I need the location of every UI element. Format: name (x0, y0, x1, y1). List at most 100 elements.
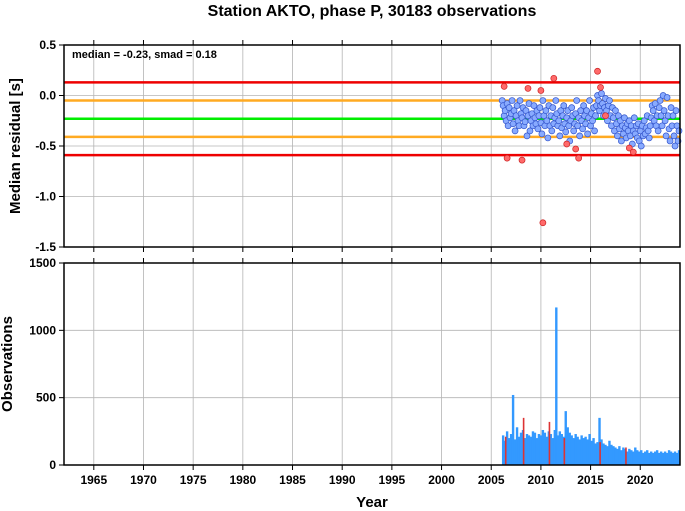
observation-bar (626, 451, 629, 465)
residual-point (658, 122, 666, 130)
y-tick-label: 1500 (29, 256, 56, 270)
residual-point (521, 118, 529, 126)
observation-bar (634, 447, 637, 465)
outlier-point (594, 67, 601, 75)
observation-bar (673, 451, 677, 465)
observations-bars (501, 307, 681, 465)
outlier-point (550, 74, 558, 82)
residual-point (516, 97, 524, 104)
outlier-bar (625, 447, 627, 465)
residual-point (556, 132, 564, 140)
residual-y-axis-label: Median residual [s] (7, 78, 24, 214)
residual-point (549, 104, 557, 111)
outlier-point (518, 156, 526, 164)
observation-bar (588, 434, 591, 465)
residual-point (663, 94, 671, 101)
observation-bar (505, 431, 509, 465)
residual-point (656, 97, 664, 104)
observation-bar (519, 432, 523, 465)
residual-point (570, 127, 578, 135)
observation-bar (632, 451, 635, 465)
residual-point (573, 97, 581, 104)
observation-bar (655, 450, 659, 465)
outlier-bar (548, 421, 551, 465)
chart-title: Station AKTO, phase P, 30183 observation… (208, 3, 537, 20)
observation-bar (535, 438, 539, 465)
observation-bar (628, 448, 631, 465)
observation-bar (646, 450, 649, 465)
observation-bar (541, 429, 545, 465)
observation-bar (564, 411, 567, 465)
observation-bar (618, 446, 621, 465)
observation-bar (537, 434, 541, 465)
observation-bar (606, 446, 609, 465)
residual-point (614, 132, 621, 140)
outlier-point (597, 84, 604, 91)
outlier-bar (522, 417, 525, 465)
residual-grid (64, 44, 680, 248)
residual-point (586, 97, 593, 104)
observation-bar (553, 429, 557, 465)
observation-bar (598, 417, 601, 465)
outlier-point (524, 85, 532, 92)
residual-panel: -1.5-1.0-0.50.00.5 median = -0.23, smad … (7, 38, 683, 254)
x-tick-label: 1975 (180, 473, 207, 487)
observation-bar (545, 436, 549, 465)
residual-point (576, 132, 584, 140)
y-tick-label: 0.5 (39, 38, 56, 52)
residual-point (534, 125, 542, 133)
residual-point (612, 107, 619, 115)
residual-point (568, 104, 576, 111)
observation-bar (677, 450, 681, 465)
y-tick-label: 0 (49, 458, 56, 472)
x-tick-label: 1985 (279, 473, 306, 487)
observation-bar (527, 435, 531, 465)
residual-point (666, 137, 674, 145)
residual-point (562, 128, 570, 136)
residual-point (579, 125, 586, 133)
observation-bar (602, 443, 605, 465)
outlier-point (572, 145, 580, 153)
x-tick-label: 2020 (627, 473, 654, 487)
observation-bar (582, 438, 585, 465)
observation-bar (570, 435, 573, 465)
observation-bar (558, 431, 561, 465)
observation-bar (600, 439, 603, 465)
observation-bar (572, 438, 575, 465)
residual-point (662, 132, 670, 140)
residual-point (645, 134, 653, 142)
residual-point (651, 100, 659, 107)
observation-bar (610, 444, 613, 465)
observation-bar (515, 427, 519, 465)
observation-bar (592, 438, 595, 465)
stats-annotation: median = -0.23, smad = 0.18 (72, 49, 217, 61)
residual-point (508, 97, 516, 104)
x-tick-label: 2015 (577, 473, 604, 487)
outlier-point (537, 87, 545, 94)
observation-bar (608, 440, 611, 465)
observation-bar (630, 450, 633, 465)
observations-panel-bg (64, 263, 680, 465)
observation-bar (566, 427, 569, 465)
outlier-bar (599, 442, 601, 465)
residual-point (637, 142, 645, 150)
x-tick-label: 1990 (329, 473, 356, 487)
x-tick-label: 2000 (428, 473, 455, 487)
residual-point (671, 142, 679, 150)
y-tick-label: -0.5 (35, 139, 56, 153)
outlier-bar (504, 436, 507, 465)
observation-bar (620, 450, 623, 465)
residual-point (621, 114, 628, 122)
x-tick-label: 1995 (379, 473, 406, 487)
observation-bar (555, 307, 558, 465)
observation-bar (665, 452, 669, 465)
observation-bar (675, 452, 679, 465)
outlier-point (629, 148, 637, 156)
observation-bar (648, 452, 651, 465)
x-axis-label: Year (356, 494, 388, 511)
residual-point (539, 97, 547, 104)
residual-point (591, 127, 598, 135)
